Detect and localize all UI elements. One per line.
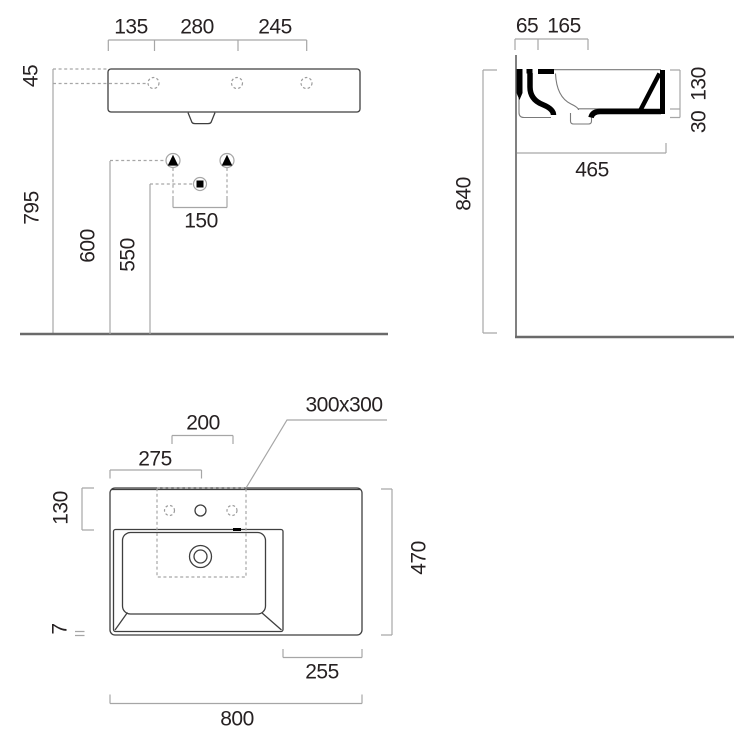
drain-height-dimension bbox=[149, 183, 193, 334]
bowl-corner-bevels bbox=[114, 612, 282, 631]
cutout-leader-line bbox=[245, 419, 387, 489]
faucet-hole-icon bbox=[300, 76, 313, 90]
dim-280-label: 280 bbox=[180, 15, 214, 39]
supply-height-dimension bbox=[109, 159, 165, 334]
dim-7-label: 7 bbox=[48, 623, 72, 635]
plan-drain bbox=[188, 544, 213, 569]
dim-465-label: 465 bbox=[575, 158, 609, 182]
water-supply-symbol bbox=[219, 152, 235, 169]
dim-65-label: 65 bbox=[515, 14, 539, 38]
front-left-dimension-lines bbox=[52, 68, 148, 334]
dim-30-label: 30 bbox=[687, 110, 711, 134]
plan-outer-outline bbox=[109, 487, 363, 636]
dim-795-label: 795 bbox=[20, 191, 44, 225]
side-top-dimension-lines bbox=[514, 38, 589, 50]
dim-165-label: 165 bbox=[547, 14, 581, 38]
height-dimension-840 bbox=[482, 69, 497, 334]
dim-150-label: 150 bbox=[184, 209, 218, 233]
right-span-dimension bbox=[282, 649, 363, 659]
drain-symbol bbox=[192, 176, 208, 192]
supply-spacing-dimension bbox=[172, 168, 228, 209]
dim-45-label: 45 bbox=[19, 64, 43, 88]
front-view bbox=[20, 39, 388, 336]
faucet-hole-icon bbox=[147, 76, 160, 90]
basin-rim-outline bbox=[112, 528, 284, 633]
width-dimension-800 bbox=[109, 694, 363, 705]
dim-130-side-label: 130 bbox=[687, 67, 711, 101]
dim-135-label: 135 bbox=[114, 15, 148, 39]
faucet-hole-center bbox=[194, 504, 207, 517]
depth-dimension-470 bbox=[381, 488, 393, 636]
dim-550-label: 550 bbox=[116, 238, 140, 272]
hole-span-dimension bbox=[171, 434, 234, 444]
dim-840-label: 840 bbox=[452, 177, 476, 211]
dim-470-label: 470 bbox=[407, 541, 431, 575]
left-span-dimension bbox=[109, 469, 203, 479]
plan-view bbox=[75, 419, 393, 705]
front-top-dimension-lines bbox=[107, 39, 308, 51]
front-basin-outline bbox=[107, 68, 361, 113]
dim-245-label: 245 bbox=[258, 15, 292, 39]
edge-gap-dimension bbox=[75, 630, 85, 637]
depth-dimension-465 bbox=[517, 143, 667, 154]
faucet-hole-icon bbox=[226, 504, 238, 517]
side-right-dimension-lines bbox=[670, 69, 681, 119]
dim-130-plan-label: 130 bbox=[49, 491, 73, 525]
water-supply-symbol bbox=[165, 152, 181, 169]
basin-section-profile bbox=[516, 69, 665, 119]
front-drain-fitting bbox=[187, 112, 216, 125]
rim-offset-dimension bbox=[81, 487, 94, 531]
dim-600-label: 600 bbox=[76, 229, 100, 263]
dim-800-label: 800 bbox=[220, 707, 254, 731]
dim-255-label: 255 bbox=[305, 660, 339, 684]
dim-275-label: 275 bbox=[138, 447, 172, 471]
dim-200-label: 200 bbox=[186, 411, 220, 435]
basin-bowl-outline bbox=[121, 531, 267, 615]
faucet-hole-icon bbox=[230, 76, 244, 90]
cutout-300x300-label: 300x300 bbox=[305, 393, 383, 417]
faucet-hole-icon bbox=[163, 504, 176, 517]
side-view bbox=[482, 38, 734, 339]
